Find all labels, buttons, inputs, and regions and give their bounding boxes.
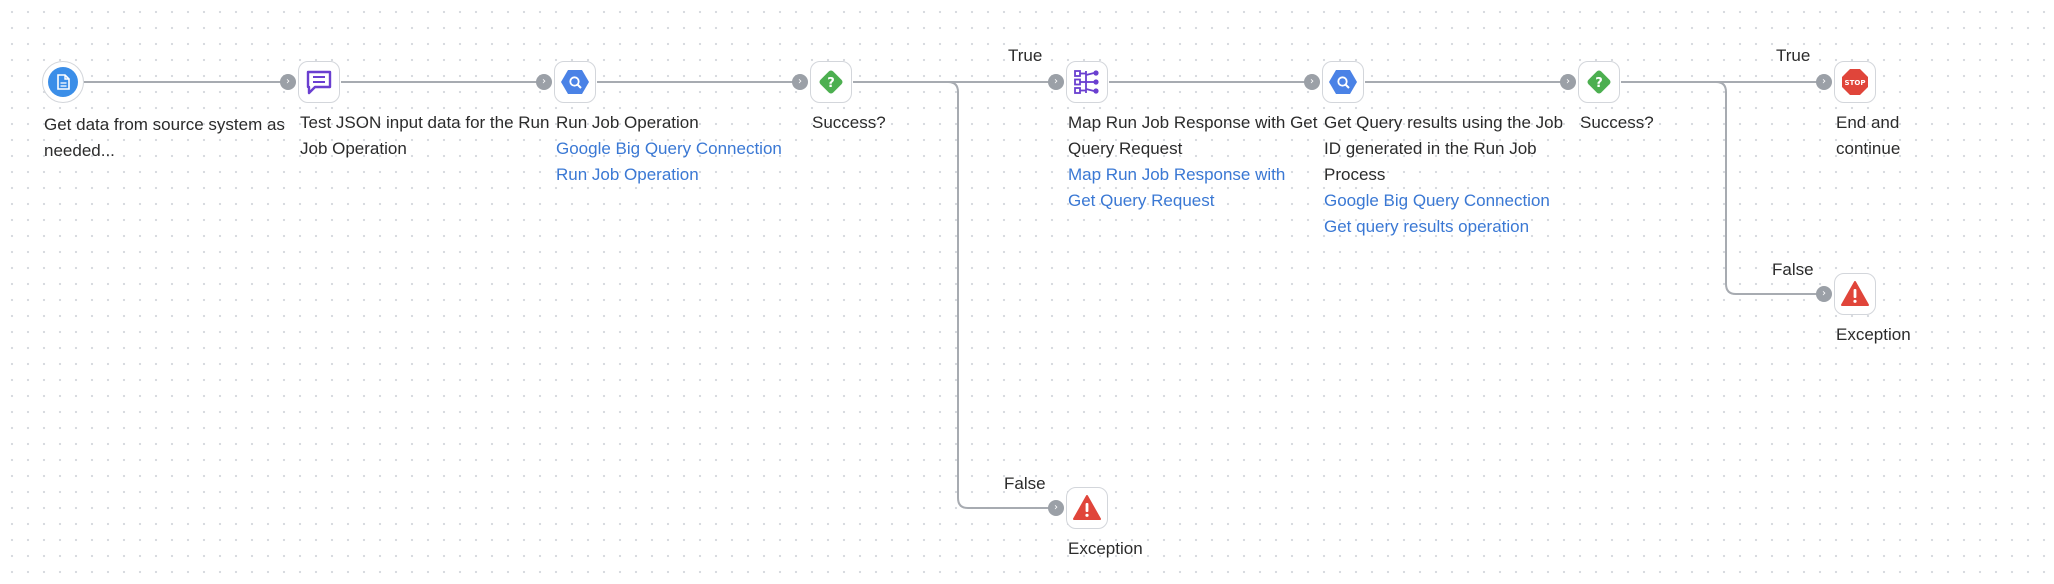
warning-icon <box>1840 279 1870 309</box>
operation-link[interactable]: Run Job Operation <box>556 165 699 184</box>
mapper-icon <box>1072 67 1102 97</box>
connector-success1[interactable]: › <box>792 74 808 90</box>
test-json-node[interactable] <box>298 61 340 103</box>
question-diamond-icon: ? <box>1584 67 1614 97</box>
run-job-node[interactable] <box>554 61 596 103</box>
stop-icon-text: STOP <box>1845 79 1866 87</box>
success-decision-title: Success? <box>812 113 886 132</box>
end-node-title: End and continue <box>1836 113 1901 158</box>
success-decision-label: Success? <box>1580 110 1700 136</box>
connector-exception1[interactable]: › <box>1048 500 1064 516</box>
branch-label-false: False <box>1772 260 1814 279</box>
connector-success2[interactable]: › <box>1560 74 1576 90</box>
exception-node[interactable] <box>1066 487 1108 529</box>
exception-node-title: Exception <box>1068 539 1143 558</box>
exception-node[interactable] <box>1834 273 1876 315</box>
connection-link[interactable]: Google Big Query Connection <box>556 139 782 158</box>
connector-getresults[interactable]: › <box>1304 74 1320 90</box>
test-json-node-label: Test JSON input data for the Run Job Ope… <box>300 110 564 162</box>
branch-label-true: True <box>1776 46 1811 65</box>
get-results-node-title: Get Query results using the Job ID gener… <box>1324 113 1564 184</box>
bigquery-icon <box>560 67 590 97</box>
map-link[interactable]: Map Run Job Response with Get Query Requ… <box>1068 165 1286 210</box>
stop-icon: STOP <box>1840 67 1870 97</box>
source-node[interactable] <box>42 61 84 103</box>
source-node-label: Get data from source system as needed... <box>44 112 302 164</box>
run-job-node-title: Run Job Operation <box>556 113 699 132</box>
success-decision-node[interactable]: ? <box>1578 61 1620 103</box>
map-node-label: Map Run Job Response with Get Query Requ… <box>1068 110 1324 214</box>
svg-text:?: ? <box>1595 76 1603 91</box>
file-icon <box>48 67 78 97</box>
wire-success2-false <box>1621 81 1819 295</box>
success-decision-title: Success? <box>1580 113 1654 132</box>
exception-node-title: Exception <box>1836 325 1911 344</box>
warning-icon <box>1072 493 1102 523</box>
success-decision-label: Success? <box>812 110 932 136</box>
branch-label-true: True <box>1008 46 1043 65</box>
end-node[interactable]: STOP <box>1834 61 1876 103</box>
connector-map[interactable]: › <box>1048 74 1064 90</box>
connector-runjob[interactable]: › <box>536 74 552 90</box>
connector-exception2[interactable]: › <box>1816 286 1832 302</box>
svg-text:?: ? <box>827 76 835 91</box>
success-decision-node[interactable]: ? <box>810 61 852 103</box>
message-icon <box>304 67 334 97</box>
get-results-node[interactable] <box>1322 61 1364 103</box>
end-node-label: End and continue <box>1836 110 1926 162</box>
test-json-node-title: Test JSON input data for the Run Job Ope… <box>300 113 550 158</box>
wire-success1-false <box>853 81 1051 509</box>
map-node-title: Map Run Job Response with Get Query Requ… <box>1068 113 1318 158</box>
source-node-title: Get data from source system as needed... <box>44 115 285 160</box>
branch-label-false: False <box>1004 474 1046 493</box>
connection-link[interactable]: Google Big Query Connection <box>1324 191 1550 210</box>
get-results-node-label: Get Query results using the Job ID gener… <box>1324 110 1580 240</box>
bigquery-icon <box>1328 67 1358 97</box>
run-job-node-label: Run Job Operation Google Big Query Conne… <box>556 110 816 188</box>
operation-link[interactable]: Get query results operation <box>1324 217 1530 236</box>
map-node[interactable] <box>1066 61 1108 103</box>
exception-node-label: Exception <box>1068 536 1188 562</box>
connector-test[interactable]: › <box>280 74 296 90</box>
exception-node-label: Exception <box>1836 322 1956 348</box>
connector-end[interactable]: › <box>1816 74 1832 90</box>
question-diamond-icon: ? <box>816 67 846 97</box>
